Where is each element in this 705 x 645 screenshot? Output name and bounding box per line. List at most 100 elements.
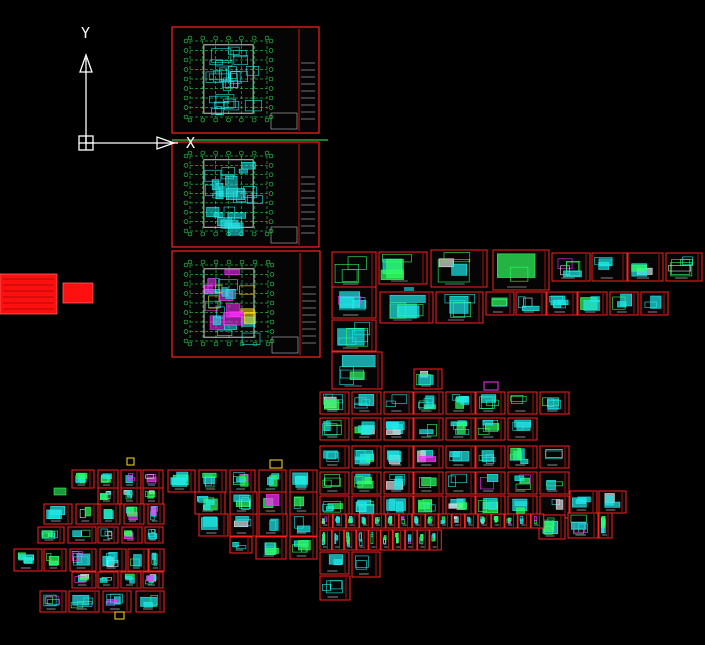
detail-sheet[interactable] <box>198 513 229 537</box>
detail-sheet[interactable] <box>485 291 515 316</box>
detail-sheet[interactable] <box>319 471 350 495</box>
detail-sheet[interactable] <box>343 529 357 551</box>
detail-sheet[interactable] <box>507 417 538 441</box>
detail-sheet[interactable] <box>507 391 538 415</box>
detail-sheet[interactable] <box>97 469 119 489</box>
detail-sheet[interactable] <box>429 529 442 551</box>
detail-sheet[interactable] <box>258 469 287 493</box>
detail-sheet[interactable] <box>368 529 381 551</box>
detail-sheet[interactable] <box>475 445 506 469</box>
detail-sheet[interactable] <box>359 513 373 529</box>
detail-sheet[interactable] <box>99 548 127 572</box>
detail-sheet[interactable] <box>538 514 566 540</box>
detail-sheet[interactable] <box>598 490 627 514</box>
detail-sheet[interactable] <box>319 529 332 551</box>
detail-sheet[interactable] <box>332 513 347 529</box>
detail-sheet[interactable] <box>319 417 350 441</box>
detail-sheet[interactable] <box>435 291 484 324</box>
detail-sheet[interactable] <box>551 252 591 282</box>
detail-sheet[interactable] <box>383 417 414 441</box>
detail-sheet[interactable] <box>577 291 608 316</box>
detail-sheet[interactable] <box>351 551 381 578</box>
detail-sheet[interactable] <box>438 513 452 529</box>
detail-sheet[interactable] <box>144 526 164 544</box>
detail-sheet[interactable] <box>530 513 545 529</box>
detail-sheet[interactable] <box>464 513 479 529</box>
detail-sheet[interactable] <box>319 551 350 575</box>
detail-sheet[interactable] <box>331 286 377 319</box>
detail-sheet[interactable] <box>142 487 164 505</box>
detail-sheet[interactable] <box>67 526 97 544</box>
detail-sheet[interactable] <box>413 368 443 390</box>
detail-sheet[interactable] <box>289 536 318 560</box>
detail-sheet[interactable] <box>379 291 434 324</box>
detail-sheet[interactable] <box>445 417 476 441</box>
detail-sheet[interactable] <box>71 469 95 489</box>
detail-sheet[interactable] <box>445 445 476 469</box>
detail-sheet[interactable] <box>378 251 428 285</box>
detail-sheet[interactable] <box>71 571 97 589</box>
detail-sheet[interactable] <box>383 495 414 519</box>
detail-sheet[interactable] <box>127 548 149 572</box>
detail-sheet[interactable] <box>356 529 369 551</box>
detail-sheet[interactable] <box>97 487 119 505</box>
detail-sheet[interactable] <box>167 469 196 493</box>
detail-sheet[interactable] <box>229 536 253 554</box>
detail-sheet[interactable] <box>142 469 164 489</box>
detail-sheet[interactable] <box>451 513 465 529</box>
detail-sheet[interactable] <box>491 513 505 529</box>
detail-sheet[interactable] <box>39 590 67 613</box>
detail-sheet[interactable] <box>120 487 142 505</box>
detail-sheet[interactable] <box>289 491 318 515</box>
detail-sheet[interactable] <box>475 391 506 415</box>
detail-sheet[interactable] <box>627 252 664 282</box>
detail-sheet[interactable] <box>507 445 538 469</box>
detail-sheet[interactable] <box>507 471 538 495</box>
floor-plan-sheet[interactable] <box>171 26 320 134</box>
detail-sheet[interactable] <box>413 471 444 495</box>
detail-sheet[interactable] <box>97 526 119 544</box>
detail-sheet[interactable] <box>198 469 227 493</box>
detail-sheet[interactable] <box>539 495 570 519</box>
detail-sheet[interactable] <box>319 445 350 469</box>
detail-sheet[interactable] <box>411 513 426 529</box>
detail-sheet[interactable] <box>383 471 414 495</box>
detail-sheet[interactable] <box>372 513 386 529</box>
detail-sheet[interactable] <box>598 512 613 539</box>
detail-sheet[interactable] <box>43 503 73 525</box>
detail-sheet[interactable] <box>475 417 506 441</box>
detail-sheet[interactable] <box>504 513 518 529</box>
detail-sheet[interactable] <box>477 513 492 529</box>
detail-sheet[interactable] <box>392 529 406 551</box>
detail-sheet[interactable] <box>417 529 430 551</box>
detail-sheet[interactable] <box>351 391 382 415</box>
detail-sheet[interactable] <box>135 590 165 613</box>
floor-plan-sheet[interactable] <box>171 141 320 248</box>
detail-sheet[interactable] <box>319 495 350 519</box>
detail-sheet[interactable] <box>43 548 67 572</box>
detail-sheet[interactable] <box>413 495 444 519</box>
detail-sheet[interactable] <box>591 252 628 282</box>
detail-sheet[interactable] <box>102 590 132 613</box>
detail-sheet[interactable] <box>75 503 99 525</box>
floor-plan-sheet[interactable] <box>171 250 321 358</box>
detail-sheet[interactable] <box>640 291 669 316</box>
detail-sheet[interactable] <box>383 391 414 415</box>
detail-sheet[interactable] <box>331 529 345 551</box>
detail-sheet[interactable] <box>517 513 531 529</box>
detail-sheet[interactable] <box>289 469 318 493</box>
detail-sheet[interactable] <box>492 249 550 291</box>
detail-sheet[interactable] <box>567 512 599 539</box>
detail-sheet[interactable] <box>147 503 165 525</box>
detail-sheet[interactable] <box>68 590 100 613</box>
detail-sheet[interactable] <box>331 319 377 352</box>
detail-sheet[interactable] <box>385 513 399 529</box>
detail-sheet[interactable] <box>319 391 350 415</box>
title-block-sheet[interactable] <box>0 273 58 315</box>
detail-sheet[interactable] <box>319 513 333 529</box>
detail-sheet[interactable] <box>507 495 538 519</box>
detail-sheet[interactable] <box>425 513 439 529</box>
detail-sheet[interactable] <box>345 513 360 529</box>
detail-sheet[interactable] <box>351 417 382 441</box>
